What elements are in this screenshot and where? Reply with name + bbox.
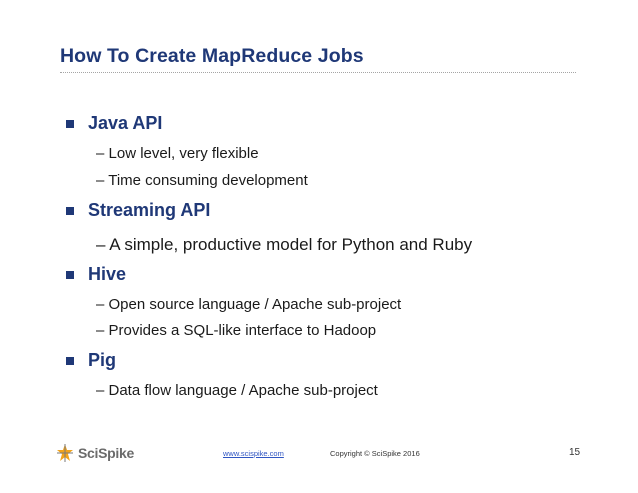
sub-bullet: – Time consuming development [96, 172, 308, 189]
square-bullet-icon [66, 356, 74, 365]
square-bullet-icon [66, 206, 74, 215]
sub-bullet: – Low level, very flexible [96, 145, 259, 162]
slide-title: How To Create MapReduce Jobs [60, 45, 364, 67]
bullet-hive: Hive [66, 264, 126, 285]
website-link[interactable]: www.scispike.com [223, 449, 284, 458]
copyright-text: Copyright © SciSpike 2016 [330, 449, 420, 458]
sub-bullet: – Provides a SQL-like interface to Hadoo… [96, 322, 377, 339]
bullet-streaming-api: Streaming API [66, 200, 210, 221]
title-divider [60, 72, 576, 73]
bullet-label: Pig [88, 350, 117, 370]
page-number: 15 [569, 447, 581, 458]
bullet-label: Streaming API [88, 200, 211, 220]
bullet-pig: Pig [66, 350, 116, 371]
square-bullet-icon [66, 270, 74, 279]
sub-bullet: – A simple, productive model for Python … [96, 235, 473, 254]
sub-bullet: – Open source language / Apache sub-proj… [96, 296, 402, 313]
scispike-logo-icon [57, 444, 73, 462]
scispike-logo: SciSpike [54, 442, 134, 464]
logo-text: SciSpike [78, 445, 134, 461]
bullet-java-api: Java API [66, 113, 162, 134]
square-bullet-icon [66, 119, 74, 128]
sub-bullet: – Data flow language / Apache sub-projec… [96, 382, 378, 399]
bullet-label: Java API [88, 113, 163, 133]
bullet-label: Hive [88, 264, 127, 284]
